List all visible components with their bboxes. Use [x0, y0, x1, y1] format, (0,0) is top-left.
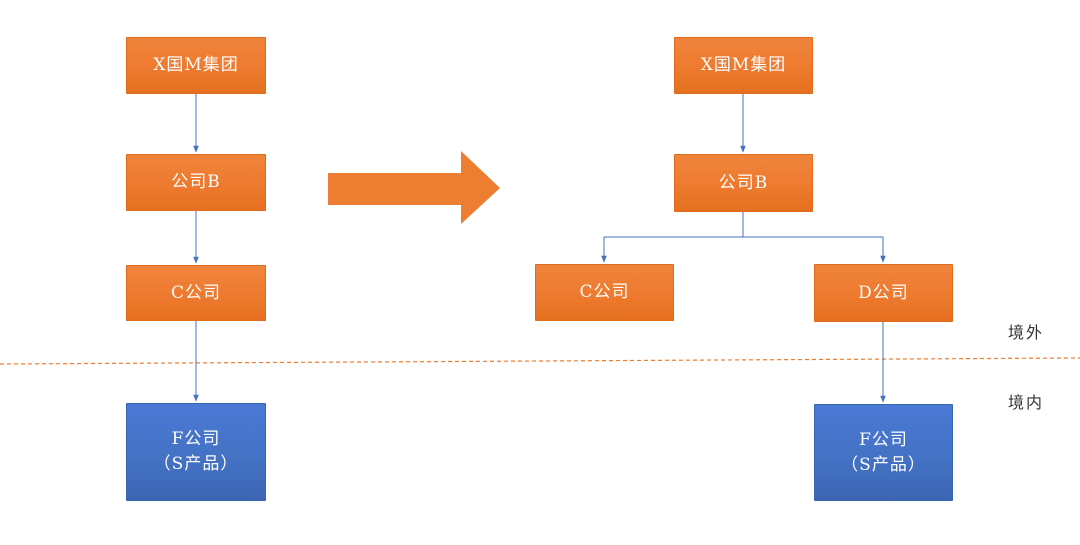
- after-company-d-box: D公司: [814, 264, 953, 322]
- after-company-f-product-label: （S产品）: [841, 454, 926, 475]
- after-company-f-label: F公司: [859, 429, 908, 450]
- after-company-b-label: 公司B: [718, 172, 769, 193]
- after-company-f-box: F公司 （S产品）: [814, 404, 953, 501]
- before-parent-group-box: X国M集团: [126, 37, 266, 94]
- after-parent-group-box: X国M集团: [674, 37, 813, 94]
- before-company-b-box: 公司B: [126, 154, 266, 211]
- connector-right-b-to-d: [743, 236, 886, 263]
- before-company-c-box: C公司: [126, 265, 266, 321]
- before-company-f-box: F公司 （S产品）: [126, 403, 266, 501]
- after-company-d-label: D公司: [858, 282, 909, 303]
- before-company-f-product-label: （S产品）: [153, 454, 239, 474]
- after-company-c-label: C公司: [579, 282, 630, 303]
- domestic-region-label: 境内: [1008, 393, 1045, 412]
- connector-right-b-branch: [601, 212, 744, 263]
- before-company-c-label: C公司: [170, 282, 221, 303]
- overseas-region-label: 境外: [1008, 323, 1045, 342]
- after-parent-group-label: X国M集团: [700, 55, 787, 76]
- after-company-b-box: 公司B: [674, 154, 813, 212]
- border-divider-line: [0, 357, 1080, 365]
- before-company-f-label: F公司: [171, 429, 221, 450]
- before-company-b-label: 公司B: [171, 172, 221, 193]
- before-parent-group-label: X国M集团: [153, 55, 239, 76]
- transition-arrow: [328, 151, 500, 224]
- after-company-c-box: C公司: [535, 264, 674, 321]
